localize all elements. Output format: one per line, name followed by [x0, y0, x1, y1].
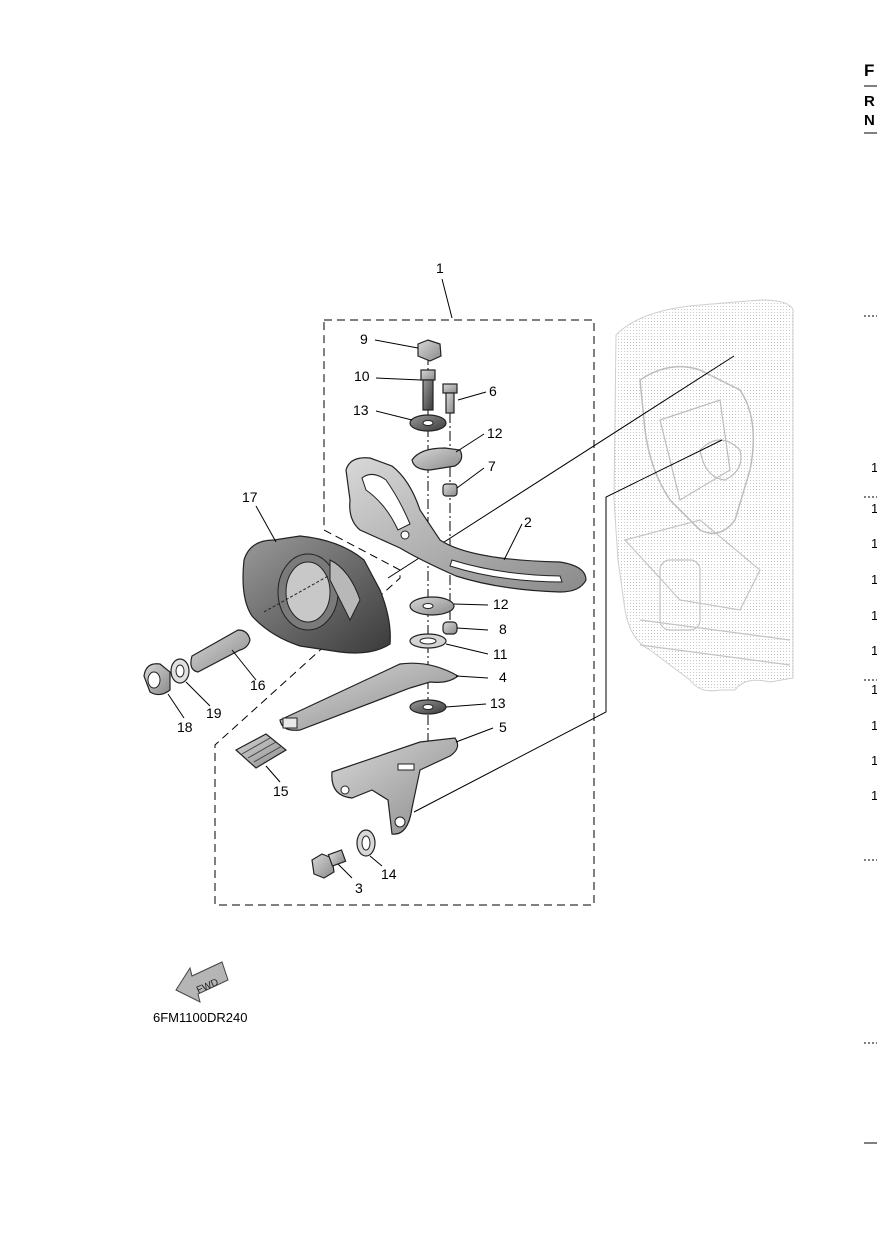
- callout-18: 18: [177, 719, 193, 735]
- callout-15: 15: [273, 783, 289, 799]
- edge-letter-f: F: [864, 61, 874, 80]
- leader-3: [337, 863, 353, 879]
- part-10-bolt: [420, 369, 436, 411]
- leader-7: [456, 467, 485, 489]
- part-16-pin: [190, 629, 251, 673]
- part-5-mount-bracket: [331, 737, 459, 835]
- edge-number: 1: [871, 608, 877, 623]
- edge-number: 1: [871, 718, 877, 733]
- callout-6: 6: [489, 383, 497, 399]
- edge-number: 1: [871, 572, 877, 587]
- edge-number: 1: [871, 536, 877, 551]
- callout-9: 9: [360, 331, 368, 347]
- edge-letter-n: N: [864, 112, 875, 129]
- callout-16: 16: [250, 677, 266, 693]
- edge-number: 1: [871, 501, 877, 516]
- part-15-rubber-pad: [234, 733, 288, 769]
- leader-6: [457, 391, 487, 401]
- callout-17: 17: [242, 489, 258, 505]
- part-17-housing: [242, 535, 391, 654]
- reference-line: [387, 355, 735, 579]
- assembly-boundary: [214, 319, 595, 906]
- edge-number: 1: [871, 788, 877, 803]
- part-2-bracket: [345, 457, 587, 593]
- leader-10: [375, 377, 422, 381]
- edge-number: 1: [871, 753, 877, 768]
- part-4-link-plate: [279, 662, 460, 731]
- leader-12b: [453, 603, 489, 606]
- leader-12a: [455, 433, 485, 453]
- leader-17: [255, 505, 277, 543]
- callout-2: 2: [524, 514, 532, 530]
- fwd-arrow-icon: FWD: [175, 961, 229, 1003]
- leader-2: [503, 523, 523, 561]
- leader-18: [167, 693, 185, 719]
- leader-14: [369, 855, 383, 867]
- leader-15: [265, 765, 281, 783]
- leader-16: [231, 649, 257, 681]
- part-7-spacer: [442, 483, 458, 497]
- leader-9: [374, 339, 419, 349]
- part-12-plate-upper: [411, 447, 463, 471]
- callout-19: 19: [206, 705, 222, 721]
- leader-13b: [445, 703, 487, 708]
- callout-1: 1: [436, 260, 444, 276]
- callout-10: 10: [354, 368, 370, 384]
- part-3-bolt: [311, 849, 347, 879]
- ghost-engine-illustration: [613, 299, 794, 692]
- leader-11: [445, 643, 489, 655]
- callout-3: 3: [355, 880, 363, 896]
- callout-5: 5: [499, 719, 507, 735]
- callout-11: 11: [493, 646, 508, 662]
- callout-7: 7: [488, 458, 496, 474]
- edge-letter-r: R: [864, 93, 875, 110]
- callout-8: 8: [499, 621, 507, 637]
- edge-number: 1: [871, 682, 877, 697]
- leader-19: [185, 681, 211, 707]
- drawing-code: 6FM1100DR240: [153, 1010, 247, 1025]
- leader-8: [456, 627, 489, 631]
- reference-line: [413, 439, 723, 813]
- part-6-screw: [442, 383, 458, 414]
- part-18-collar: [143, 663, 171, 696]
- part-8-collar: [442, 621, 458, 635]
- callout-12b: 12: [493, 596, 509, 612]
- part-9-nut: [417, 339, 442, 362]
- leader-5: [455, 727, 494, 743]
- leader-4: [455, 675, 489, 679]
- edge-number: 1: [871, 643, 877, 658]
- leader-1: [441, 278, 453, 319]
- callout-13b: 13: [490, 695, 506, 711]
- callout-12a: 12: [487, 425, 503, 441]
- leader-13a: [375, 410, 413, 421]
- callout-4: 4: [499, 669, 507, 685]
- callout-14: 14: [381, 866, 397, 882]
- edge-number: 1: [871, 460, 877, 475]
- callout-13a: 13: [353, 402, 369, 418]
